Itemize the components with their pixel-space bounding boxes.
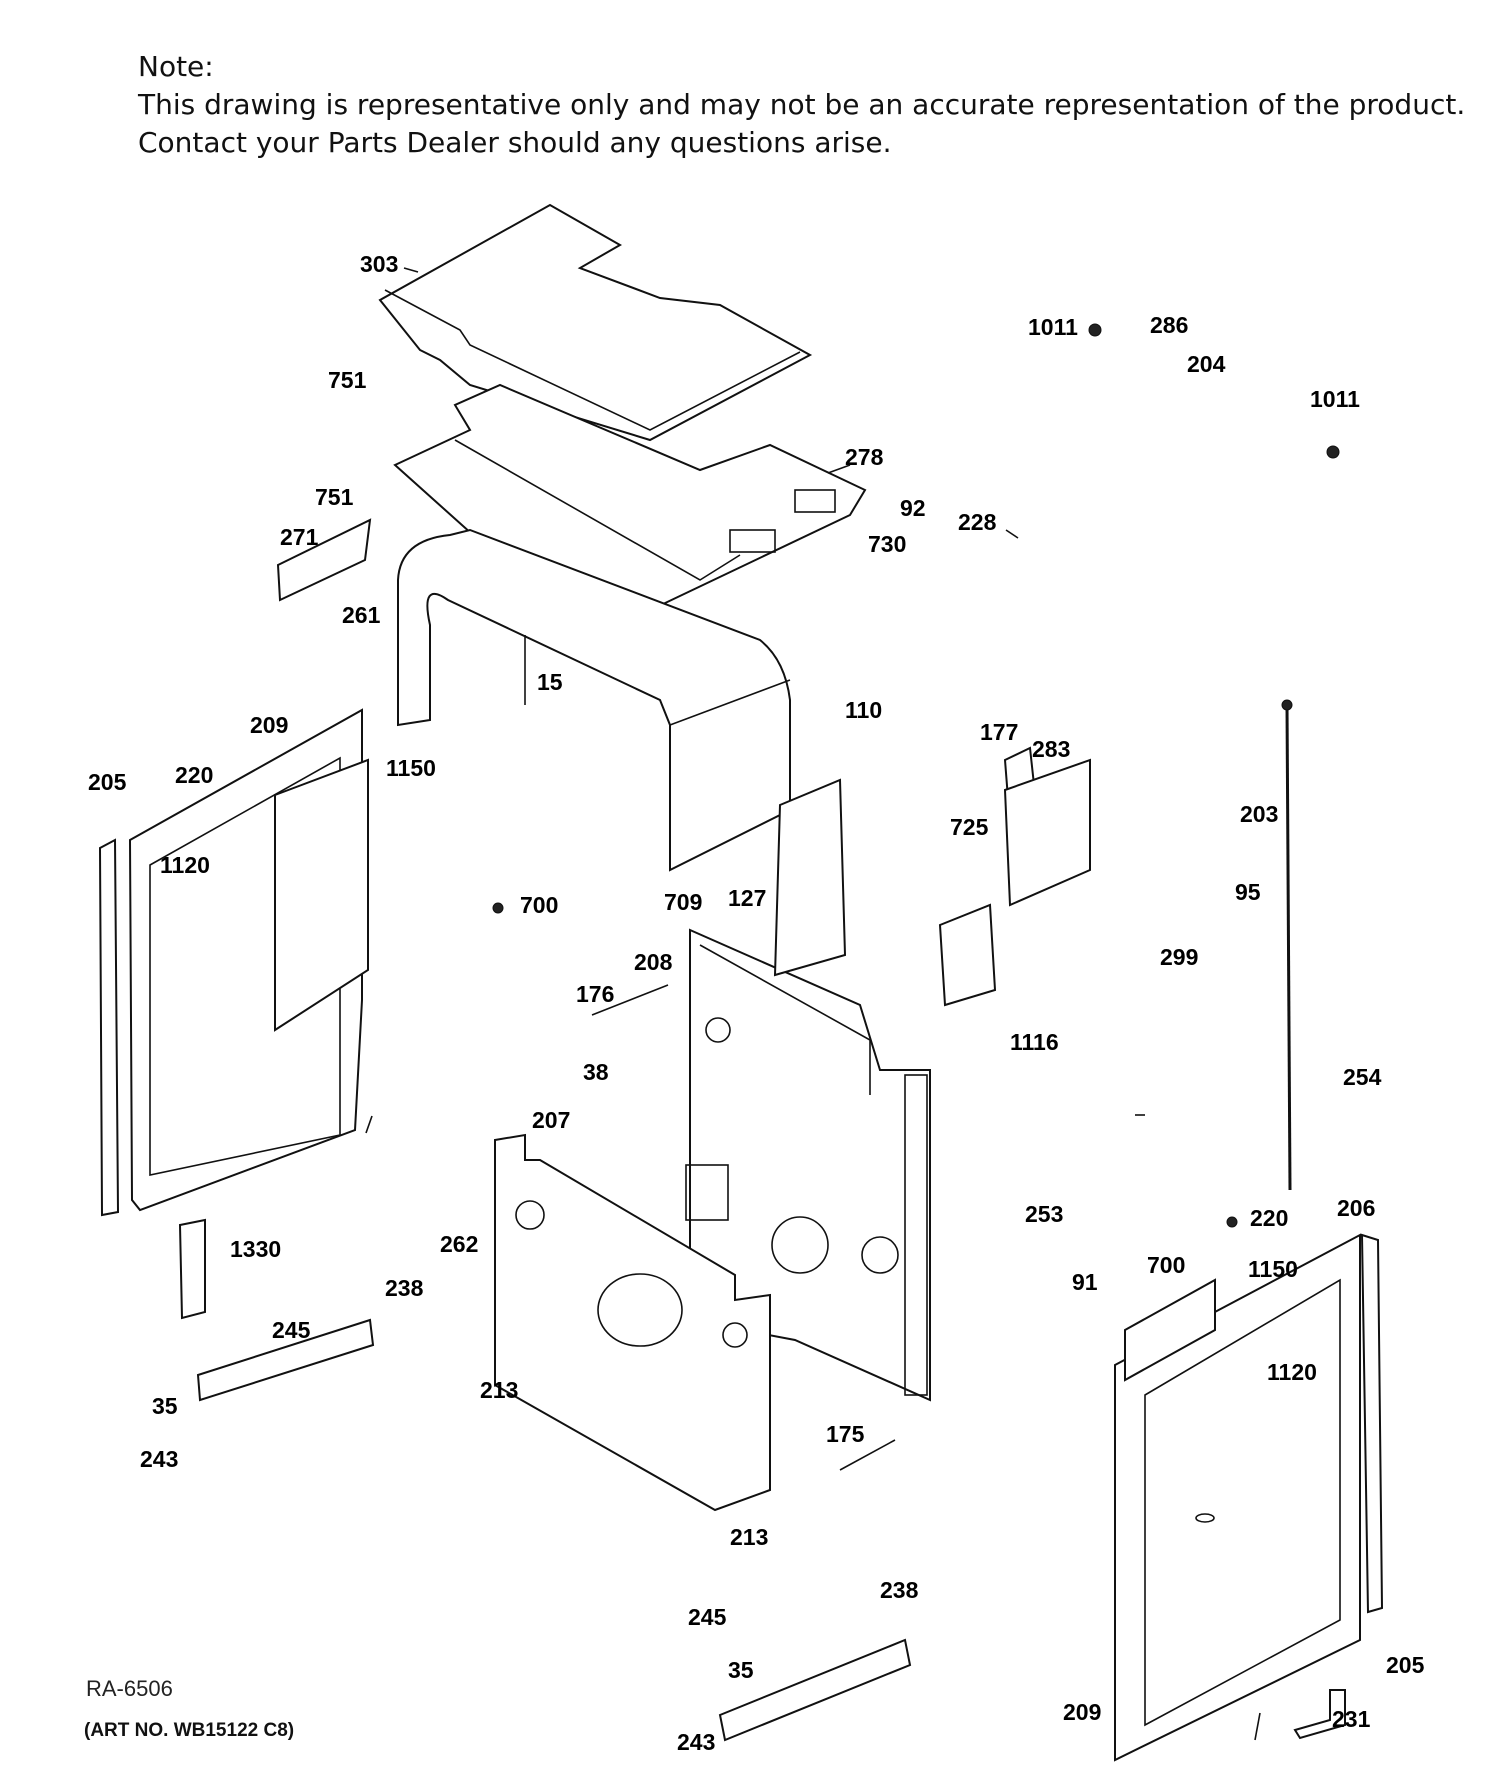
callout-751: 751 xyxy=(328,367,367,393)
callout-203: 203 xyxy=(1240,801,1278,827)
callout-725: 725 xyxy=(950,814,989,840)
callout-238: 238 xyxy=(880,1577,919,1603)
callout-261: 261 xyxy=(342,602,381,628)
leader-lines xyxy=(365,267,1261,1741)
callout-213: 213 xyxy=(480,1377,518,1403)
callout-243: 243 xyxy=(140,1446,178,1472)
callout-1150: 1150 xyxy=(386,755,436,781)
part-front-panel xyxy=(494,1133,771,1512)
callout-220: 220 xyxy=(175,762,213,788)
callout-1011: 1011 xyxy=(1310,386,1360,412)
art-number: (ART NO. WB15122 C8) xyxy=(84,1720,295,1741)
callout-700: 700 xyxy=(520,892,558,918)
part-right-side-strip xyxy=(1360,1233,1384,1614)
part-left-door xyxy=(128,708,369,1212)
callout-15: 15 xyxy=(537,669,563,695)
callout-207: 207 xyxy=(532,1107,570,1133)
callout-245: 245 xyxy=(272,1317,311,1343)
callout-91: 91 xyxy=(1072,1269,1098,1295)
callout-176: 176 xyxy=(576,981,614,1007)
callout-95: 95 xyxy=(1235,879,1261,905)
callout-220: 220 xyxy=(1250,1205,1288,1231)
callout-208: 208 xyxy=(634,949,673,975)
callout-231: 231 xyxy=(1332,1706,1371,1732)
disclaimer-note: Note: This drawing is representative onl… xyxy=(138,48,1465,162)
callout-35: 35 xyxy=(152,1393,178,1419)
callout-751: 751 xyxy=(315,484,354,510)
note-title: Note: xyxy=(138,50,214,83)
part-right-door xyxy=(1114,1233,1361,1762)
callout-labels: 303 751 751 271 261 278 92 730 228 1011 286 204 1011… xyxy=(88,251,1425,1755)
callout-243: 243 xyxy=(677,1729,715,1755)
callout-175: 175 xyxy=(826,1421,865,1447)
callout-206: 206 xyxy=(1337,1195,1375,1221)
note-line-1: This drawing is representative only and … xyxy=(138,88,1466,121)
callout-127: 127 xyxy=(728,885,766,911)
callout-1150: 1150 xyxy=(1248,1256,1298,1282)
callout-278: 278 xyxy=(845,444,884,470)
callout-1116: 1116 xyxy=(1010,1029,1059,1055)
callout-303: 303 xyxy=(360,251,398,277)
callout-205: 205 xyxy=(1386,1652,1425,1678)
callout-254: 254 xyxy=(1343,1064,1382,1090)
callout-238: 238 xyxy=(385,1275,424,1301)
callout-299: 299 xyxy=(1160,944,1198,970)
callout-730: 730 xyxy=(868,531,906,557)
part-rod xyxy=(1281,699,1293,1191)
callout-1011: 1011 xyxy=(1028,314,1078,340)
callout-253: 253 xyxy=(1025,1201,1063,1227)
callout-286: 286 xyxy=(1150,312,1188,338)
callout-92: 92 xyxy=(900,495,926,521)
part-left-side-strip xyxy=(98,838,120,1217)
small-hardware-parts xyxy=(178,323,1346,1742)
part-liner-wrapper xyxy=(397,528,791,872)
callout-700: 700 xyxy=(1147,1252,1185,1278)
callout-709: 709 xyxy=(664,889,702,915)
callout-38: 38 xyxy=(583,1059,609,1085)
callout-1330: 1330 xyxy=(230,1236,281,1262)
callout-245: 245 xyxy=(688,1604,727,1630)
callout-110: 110 xyxy=(845,697,882,723)
reference-code: RA-6506 xyxy=(86,1676,173,1701)
callout-205: 205 xyxy=(88,769,127,795)
part-top-panel xyxy=(378,203,813,442)
callout-1120: 1120 xyxy=(160,852,210,878)
callout-1120: 1120 xyxy=(1267,1359,1317,1385)
callout-204: 204 xyxy=(1187,351,1226,377)
part-back-panel xyxy=(685,928,931,1402)
callout-283: 283 xyxy=(1032,736,1070,762)
callout-209: 209 xyxy=(250,712,288,738)
callout-271: 271 xyxy=(280,524,319,550)
callout-177: 177 xyxy=(980,719,1018,745)
callout-228: 228 xyxy=(958,509,997,535)
callout-213: 213 xyxy=(730,1524,768,1550)
note-line-2: Contact your Parts Dealer should any que… xyxy=(138,126,892,159)
callout-35: 35 xyxy=(728,1657,754,1683)
callout-262: 262 xyxy=(440,1231,478,1257)
callout-209: 209 xyxy=(1063,1699,1101,1725)
